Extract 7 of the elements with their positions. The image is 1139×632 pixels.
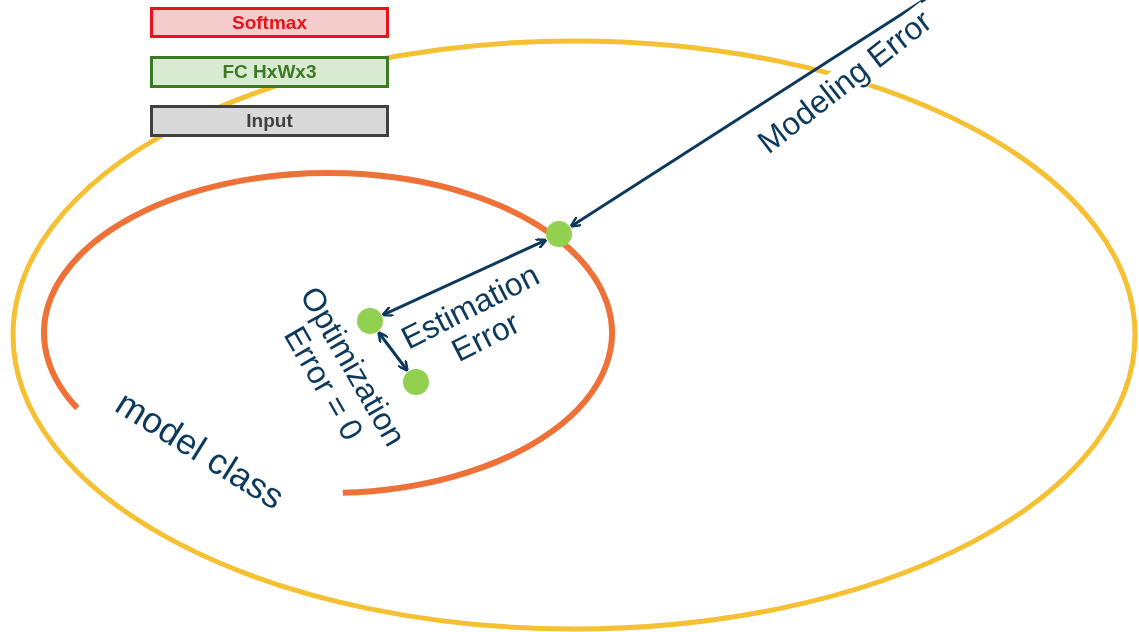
point-dot bbox=[357, 308, 383, 334]
arrow bbox=[377, 330, 409, 373]
arrow bbox=[381, 238, 548, 317]
layer-box: Softmax bbox=[150, 7, 389, 38]
layer-box: FC HxWx3 bbox=[150, 56, 389, 88]
point-dot bbox=[546, 221, 572, 247]
point-dot bbox=[403, 369, 429, 395]
